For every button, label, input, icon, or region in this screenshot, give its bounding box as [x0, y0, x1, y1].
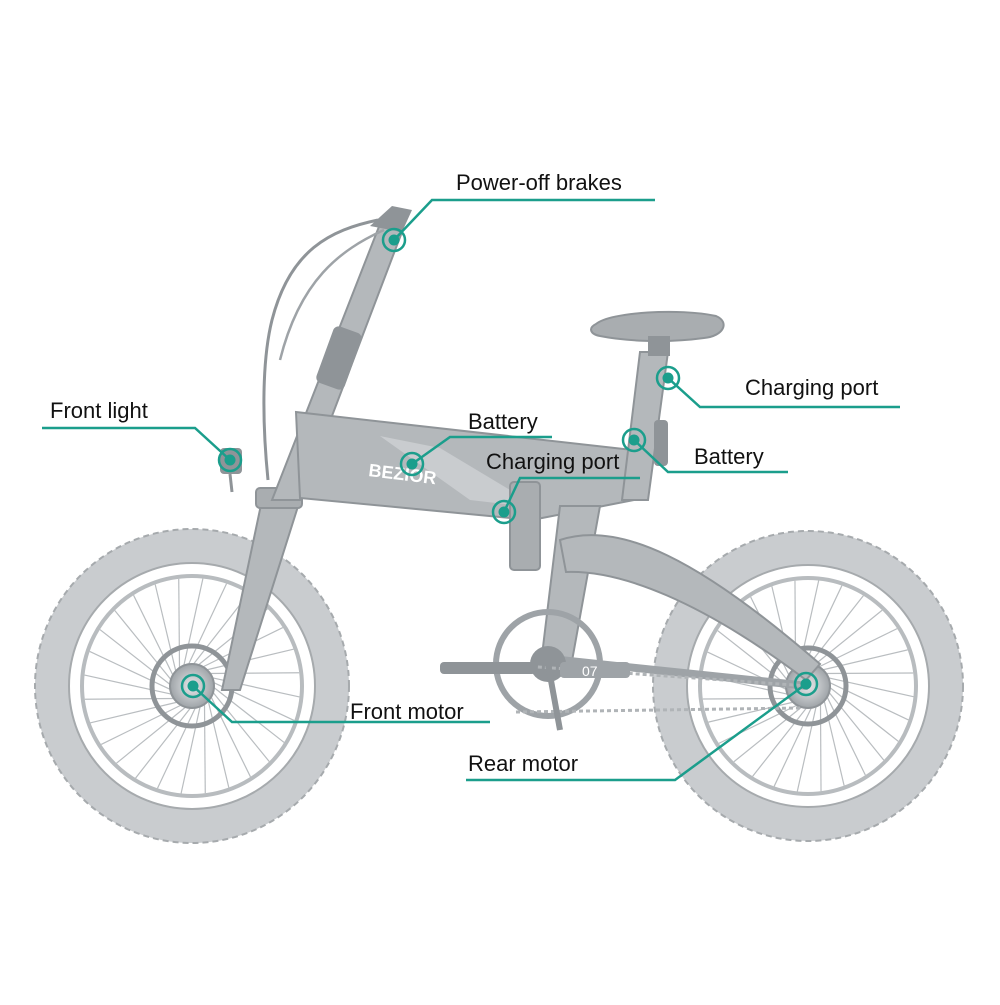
rear-rim — [698, 576, 918, 796]
spoke — [807, 595, 864, 667]
spoke — [89, 650, 173, 691]
callout-power-off-brakes: Power-off brakes — [381, 170, 655, 253]
front-rim — [80, 574, 304, 798]
spoke — [820, 649, 908, 671]
spoke — [156, 705, 197, 789]
spoke — [203, 701, 206, 794]
callout-label: Charging port — [486, 449, 619, 474]
callout-leader-line — [633, 439, 788, 474]
callout-leader-line — [667, 377, 900, 409]
spoke — [84, 697, 177, 700]
callout-leader-line — [411, 435, 552, 466]
spoke — [796, 703, 818, 792]
callout-dot-icon — [662, 372, 674, 384]
spoke — [825, 676, 914, 698]
front-wheel — [34, 528, 350, 844]
callout-dot-icon — [224, 454, 236, 466]
callout-dot-icon — [628, 434, 640, 446]
callout-dot-icon — [800, 678, 812, 690]
callout-battery-frame: Battery — [399, 409, 552, 477]
spoke — [132, 594, 175, 678]
front-spokes — [84, 578, 300, 794]
frame-tube — [294, 410, 652, 571]
callout-label: Battery — [468, 409, 538, 434]
spoke — [99, 629, 173, 687]
callout-leader-line — [42, 426, 231, 461]
callout-leader-line — [502, 476, 640, 513]
callout-label: Power-off brakes — [456, 170, 622, 195]
spoke — [135, 705, 193, 779]
spoke — [819, 701, 822, 792]
spoke — [823, 672, 914, 675]
callout-label: Battery — [694, 444, 764, 469]
callout-ring-icon — [399, 451, 425, 477]
callout-dot-icon — [406, 458, 418, 470]
spoke — [717, 630, 789, 687]
spoke — [827, 685, 899, 742]
callout-leader-line — [466, 682, 807, 782]
saddle — [590, 310, 725, 356]
spoke — [211, 690, 270, 762]
callout-dot-icon — [187, 680, 199, 692]
callout-leader-line — [192, 685, 490, 724]
spoke — [827, 681, 909, 721]
callout-front-motor: Front motor — [180, 673, 490, 724]
callout-rear-motor: Rear motor — [466, 671, 819, 782]
callout-dot-icon — [498, 506, 510, 518]
spoke — [803, 585, 843, 667]
spoke — [823, 698, 845, 786]
spoke — [116, 705, 188, 764]
callout-ring-icon — [655, 365, 681, 391]
front-tire-inner-edge — [68, 562, 316, 810]
callout-dot-icon — [388, 234, 400, 246]
callout-label: Front motor — [350, 699, 464, 724]
callout-charging-port-seatpost: Charging port — [655, 365, 900, 409]
rear-tire-outer-edge — [652, 530, 964, 842]
spoke — [752, 705, 809, 777]
callout-ring-icon — [217, 447, 243, 473]
spoke — [816, 628, 898, 669]
rear-tire — [653, 531, 963, 841]
spoke — [182, 578, 204, 669]
spoke — [207, 698, 230, 788]
spoke — [825, 694, 866, 776]
callout-leader-line — [393, 198, 655, 241]
callout-ring-icon — [793, 671, 819, 697]
callout-charging-port-frame: Charging port — [486, 449, 640, 525]
callout-ring-icon — [491, 499, 517, 525]
spoke — [812, 609, 883, 667]
spoke — [211, 685, 285, 743]
spoke — [827, 690, 885, 761]
callout-front-light: Front light — [42, 398, 243, 473]
callout-ring-icon — [381, 227, 407, 253]
spoke — [178, 578, 181, 671]
spoke — [100, 703, 184, 746]
spoke — [733, 705, 804, 763]
callout-ring-icon — [180, 673, 206, 699]
spoke — [207, 672, 300, 675]
callout-battery-seatpost: Battery — [621, 427, 788, 474]
spoke — [154, 584, 177, 674]
support-struts — [538, 505, 822, 690]
spoke — [702, 697, 793, 700]
spoke — [708, 701, 796, 723]
spoke — [180, 703, 202, 794]
callout-ring-icon — [621, 427, 647, 453]
callout-label: Front light — [50, 398, 148, 423]
spoke — [84, 674, 175, 696]
crank-mark: 07 — [582, 663, 598, 679]
spoke — [187, 583, 228, 667]
front-tire-outer-edge — [34, 528, 350, 844]
callout-label: Charging port — [745, 375, 878, 400]
spoke — [90, 701, 180, 724]
drivetrain: 07 — [440, 609, 809, 731]
spoke — [773, 705, 813, 787]
rear-tire-inner-edge — [686, 564, 930, 808]
callout-label: Rear motor — [468, 751, 578, 776]
front-tire — [35, 529, 349, 843]
spoke — [114, 610, 173, 682]
